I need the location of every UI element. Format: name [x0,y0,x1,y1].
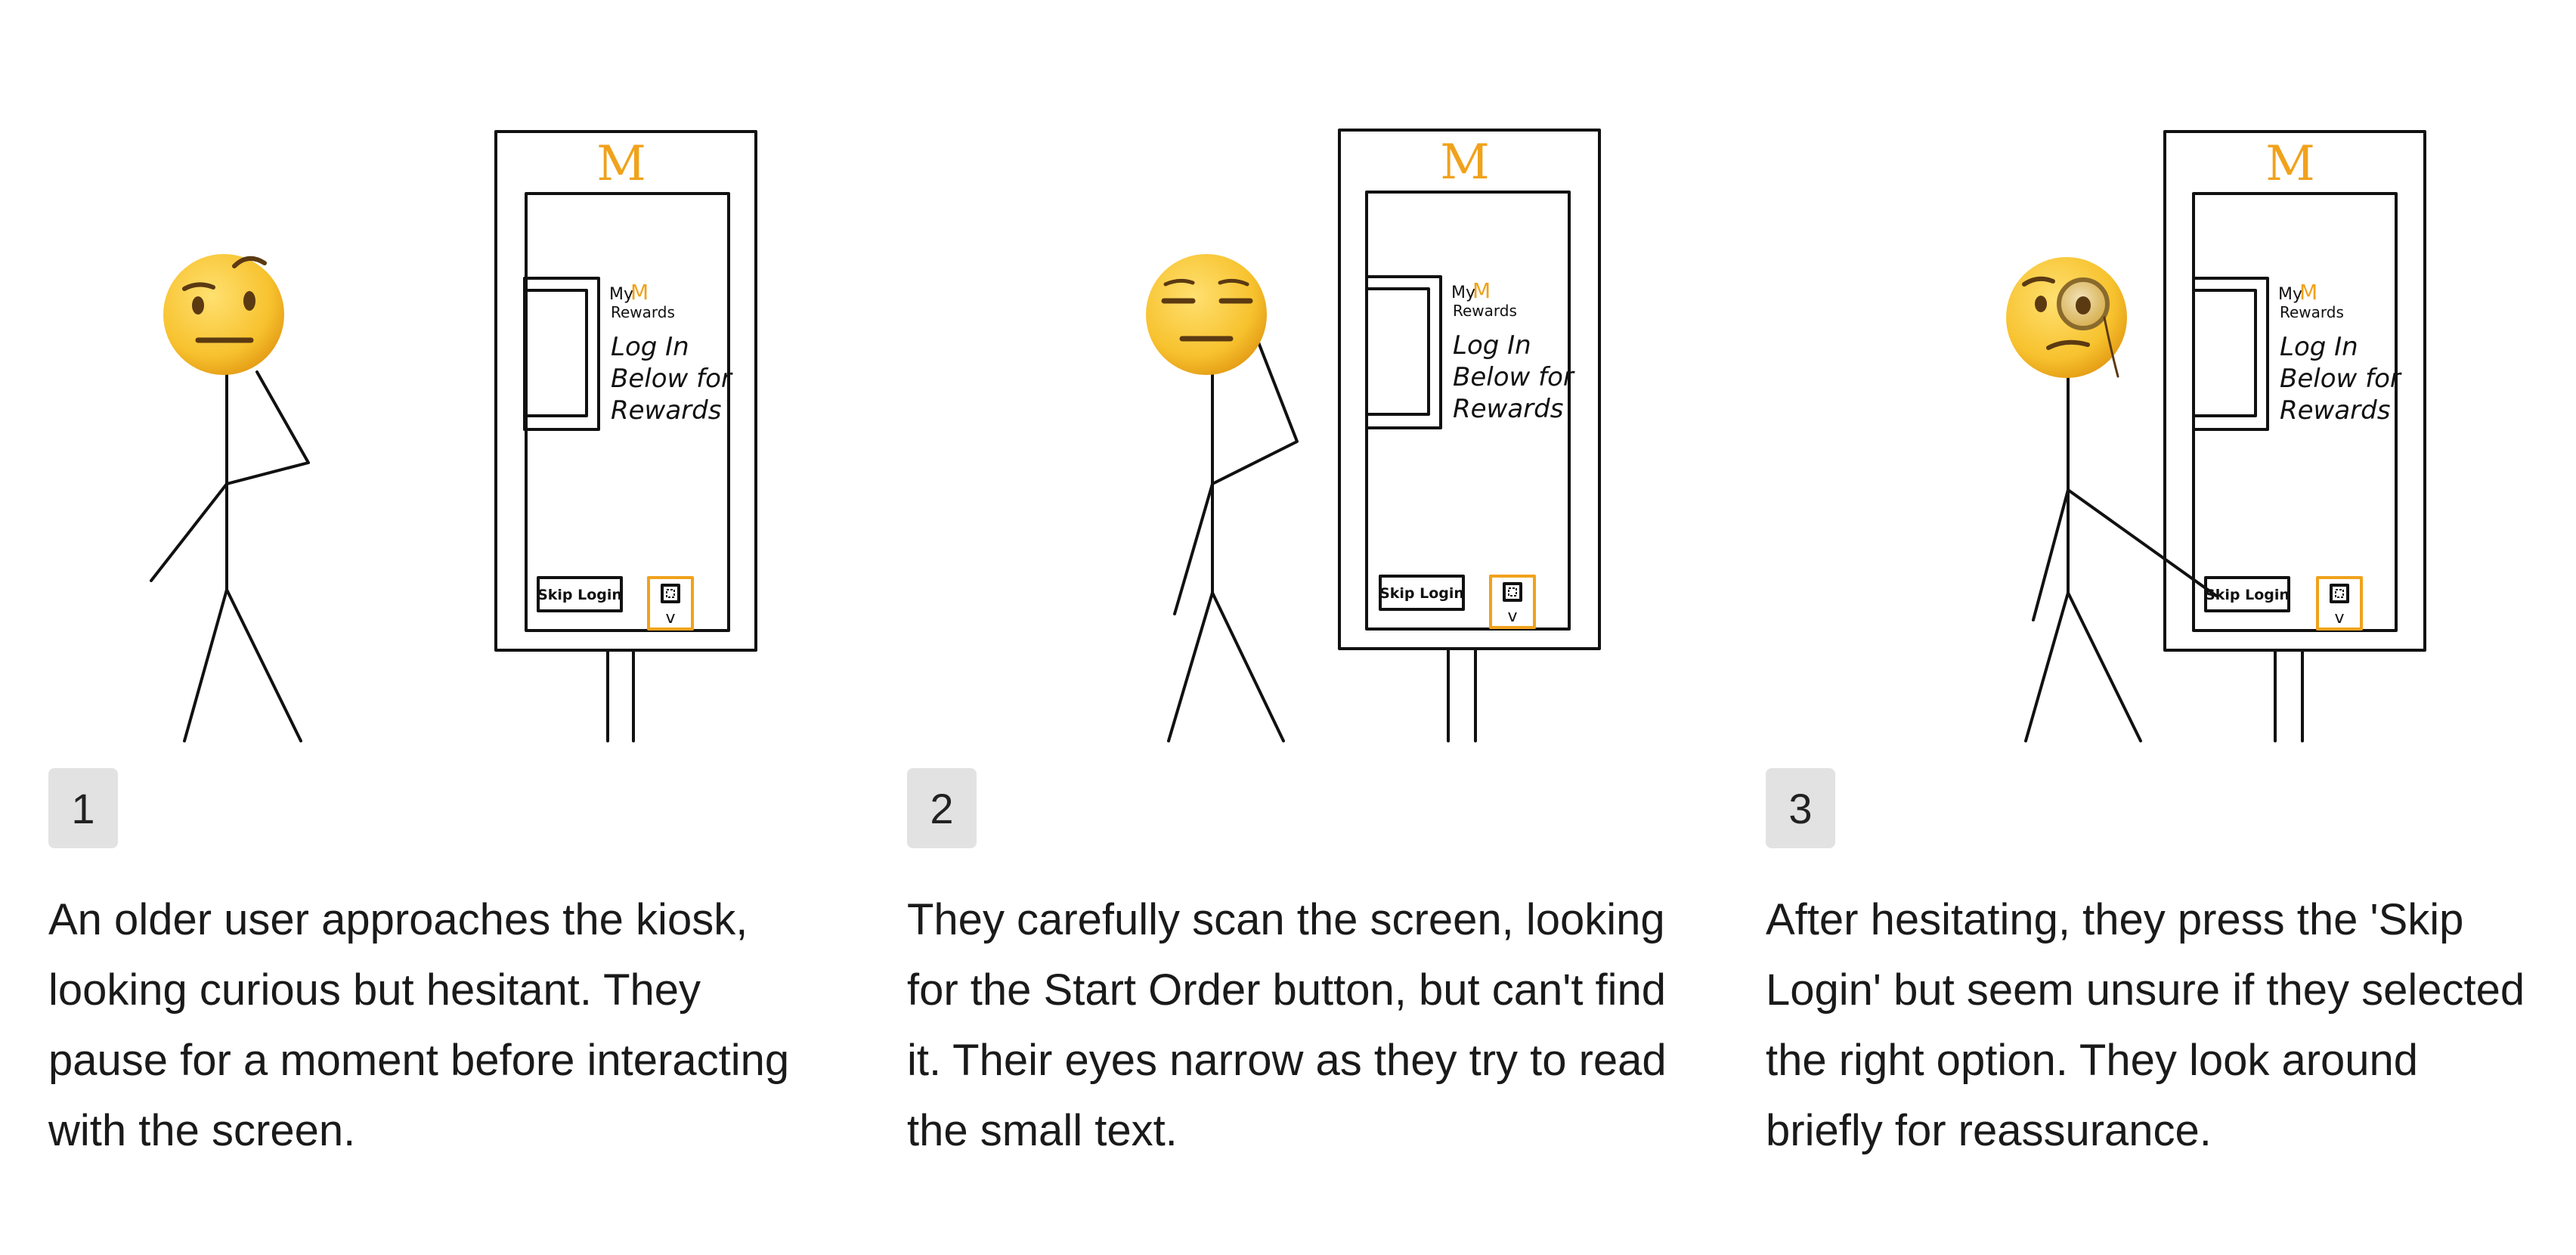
skip-login-label: Skip Login [2205,587,2290,603]
step-number: 1 [48,768,118,848]
kiosk: M My M Rewards Log In Below for Rewards [2163,130,2426,742]
stick-figure [150,324,310,742]
login-card-outline [2192,277,2269,431]
panel-2: M My M Rewards Log In Below for Rewards [859,0,1690,1255]
skip-login-label: Skip Login [1379,585,1464,602]
scene-illustration: M My M Rewards Log In Below for Rewards [2006,130,2426,742]
rewards-label: Rewards [611,303,675,321]
scroll-arrow-icon: v [1507,607,1517,626]
rewards-prefix: My [2278,285,2302,304]
login-headline: Log In Below for Rewards [611,332,733,426]
login-headline: Log In Below for Rewards [2280,332,2402,426]
login-card-outline [1365,275,1442,429]
kiosk: M My M Rewards Log In Below for Rewards [1338,129,1601,742]
step-number: 3 [1766,768,1835,848]
headline-line-3: Rewards [1453,394,1563,424]
scroll-indicator[interactable]: v [647,576,694,631]
rewards-brand: M [2299,280,2317,305]
rewards-label: Rewards [2280,303,2344,321]
kiosk-logo: M [2265,136,2315,192]
rewards-prefix: My [609,285,633,304]
scene-illustration: M My M Rewards Log In Below for Rewards [1146,129,1601,742]
panel-1: M My M Rewards Log In Below for Rewards [0,0,831,1255]
headline-line-2: Below for [2280,364,2402,394]
skip-login-button[interactable]: Skip Login [537,576,623,612]
kiosk: M My M Rewards Log In Below for Rewards [494,130,757,742]
headline-line-1: Log In [1453,330,1531,361]
scene-illustration: M My M Rewards Log In Below for Rewards [150,130,757,742]
kiosk-logo: M [1440,135,1490,191]
scroll-indicator[interactable]: v [1489,575,1536,629]
skip-login-label: Skip Login [537,587,622,603]
caption: They carefully scan the screen, looking … [907,895,1667,1155]
scroll-arrow-icon: v [665,609,675,628]
login-card-outline [523,277,600,431]
headline-line-2: Below for [611,364,733,394]
rewards-prefix: My [1451,284,1475,302]
caption: An older user approaches the kiosk, look… [48,895,790,1155]
stick-figure [2024,372,2218,742]
face-with-monocle-icon [2006,257,2127,378]
login-headline: Log In Below for Rewards [1453,330,1575,424]
rewards-header: My M Rewards [609,280,675,321]
kiosk-logo: M [596,136,646,192]
scroll-indicator[interactable]: v [2316,576,2363,631]
rewards-header: My M Rewards [1451,278,1517,320]
headline-line-2: Below for [1453,362,1575,392]
caption: After hesitating, they press the 'Skip L… [1766,895,2525,1155]
headline-line-1: Log In [2280,332,2358,362]
rewards-label: Rewards [1453,302,1517,320]
raised-eyebrow-face-icon [163,254,284,375]
headline-line-3: Rewards [2280,395,2390,426]
headline-line-1: Log In [611,332,689,362]
stick-figure [1167,324,1299,742]
skip-login-button[interactable]: Skip Login [1379,575,1465,611]
rewards-brand: M [1472,278,1491,303]
panel-3: M My M Rewards Log In Below for Rewards [1717,0,2549,1255]
expressionless-face-icon [1146,254,1267,375]
step-number: 2 [907,768,977,848]
rewards-header: My M Rewards [2278,280,2344,321]
scroll-arrow-icon: v [2334,609,2344,628]
skip-login-button[interactable]: Skip Login [2204,576,2290,612]
headline-line-3: Rewards [611,395,721,426]
rewards-brand: M [630,280,649,305]
